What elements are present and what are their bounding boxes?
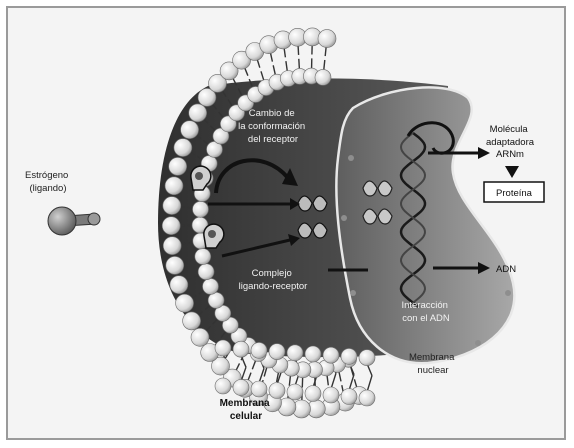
lipid-head bbox=[189, 104, 207, 122]
lipid-head bbox=[203, 278, 219, 294]
lipid-head bbox=[183, 312, 201, 330]
lipid-head bbox=[181, 121, 199, 139]
lipid-tail bbox=[349, 374, 354, 390]
label-mrna: ARNm bbox=[496, 149, 524, 160]
lipid-head bbox=[305, 346, 321, 362]
lipid-head bbox=[359, 350, 375, 366]
arrow-head-mrna bbox=[478, 147, 490, 159]
lipid-head bbox=[269, 344, 285, 360]
lipid-head bbox=[251, 342, 267, 358]
lipid-head bbox=[341, 348, 357, 364]
lipid-head bbox=[162, 217, 180, 235]
lipid-head bbox=[169, 157, 187, 175]
lipid-head bbox=[174, 139, 192, 157]
lipid-head bbox=[163, 197, 181, 215]
lipid-head bbox=[341, 389, 357, 405]
nuclear-pore bbox=[350, 290, 356, 296]
estrogen-ligand bbox=[48, 207, 100, 235]
lipid-head bbox=[359, 390, 375, 406]
lipid-head bbox=[198, 264, 214, 280]
lipid-head bbox=[323, 387, 339, 403]
lipid-tail bbox=[367, 376, 372, 392]
lipid-head bbox=[215, 378, 231, 394]
label-adapter-molecule: Molécula adaptadora bbox=[486, 124, 535, 148]
estrogen-receptor-diagram: Estrógeno (ligando) Cambio de la conform… bbox=[8, 8, 564, 438]
lipid-head bbox=[318, 30, 336, 48]
figure-frame: Estrógeno (ligando) Cambio de la conform… bbox=[6, 6, 566, 440]
lipid-head bbox=[195, 249, 211, 265]
nuclear-pore bbox=[505, 290, 511, 296]
lipid-head bbox=[305, 386, 321, 402]
arrow-mrna-to-protein bbox=[505, 166, 519, 178]
label-cell-membrane: Membrana celular bbox=[220, 398, 273, 422]
nuclear-pore bbox=[341, 215, 347, 221]
lipid-head bbox=[233, 341, 249, 357]
lipid-tail bbox=[331, 373, 336, 389]
lipid-head bbox=[215, 340, 231, 356]
lipid-head bbox=[315, 69, 331, 85]
lipid-head bbox=[176, 294, 194, 312]
lipid-head bbox=[165, 177, 183, 195]
label-dna: ADN bbox=[496, 264, 516, 275]
nuclear-pore bbox=[475, 340, 481, 346]
lipid-head bbox=[191, 328, 209, 346]
lipid-head bbox=[170, 276, 188, 294]
lipid-head bbox=[163, 237, 181, 255]
lipid-head bbox=[166, 256, 184, 274]
label-protein: Proteína bbox=[496, 188, 533, 199]
lipid-head bbox=[251, 381, 267, 397]
lipid-head bbox=[193, 201, 209, 217]
label-estrogen: Estrógeno (ligando) bbox=[25, 170, 71, 194]
nuclear-pore bbox=[348, 155, 354, 161]
lipid-head bbox=[287, 345, 303, 361]
lipid-head bbox=[323, 347, 339, 363]
lipid-head bbox=[287, 384, 303, 400]
lipid-head bbox=[269, 383, 285, 399]
lipid-head bbox=[233, 380, 249, 396]
